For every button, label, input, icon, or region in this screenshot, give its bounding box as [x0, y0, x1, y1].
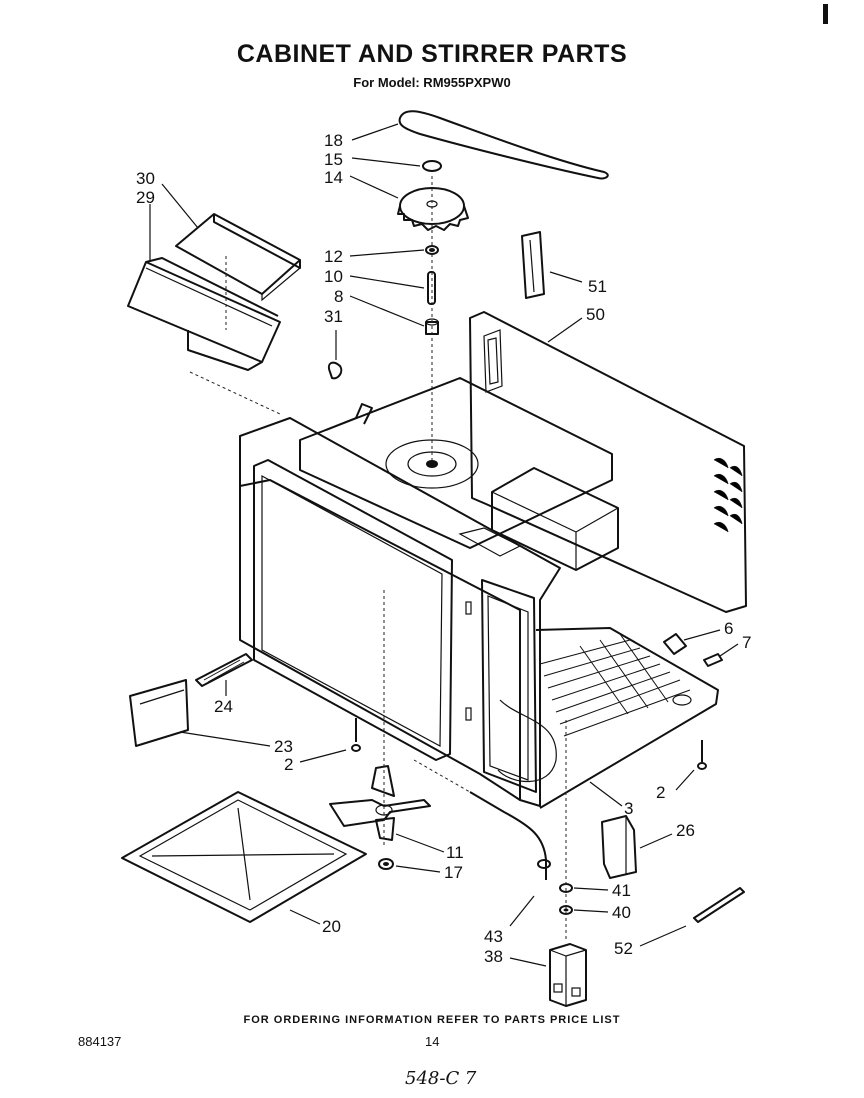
part-50-rear-panel — [469, 311, 747, 613]
label-29: 29 — [136, 188, 155, 207]
corner-mark — [823, 4, 828, 24]
label-18: 18 — [324, 131, 343, 150]
label-20: 20 — [322, 917, 341, 936]
page-number: 14 — [425, 1034, 440, 1049]
part-18-belt — [398, 110, 609, 180]
part-3-cabinet — [239, 377, 719, 809]
part-26-bracket — [601, 815, 637, 879]
part-23-plate — [129, 679, 189, 747]
part-labels: 18 15 14 30 29 12 10 8 31 51 50 6 7 24 2… — [136, 131, 751, 966]
part-2-screw-left — [351, 718, 361, 752]
label-6: 6 — [724, 619, 733, 638]
label-24: 24 — [214, 697, 233, 716]
label-3: 3 — [624, 799, 633, 818]
label-15: 15 — [324, 150, 343, 169]
label-43: 43 — [484, 927, 503, 946]
part-51-bracket — [521, 231, 545, 299]
label-50: 50 — [586, 305, 605, 324]
part-24-strip — [195, 653, 253, 687]
part-38-motor — [549, 943, 587, 1007]
label-40: 40 — [612, 903, 631, 922]
part-31-clip — [328, 361, 343, 380]
ordering-note: FOR ORDERING INFORMATION REFER TO PARTS … — [243, 1014, 621, 1026]
part-29-duct — [127, 257, 281, 371]
label-11: 11 — [446, 843, 464, 862]
leader-lines — [149, 123, 739, 967]
label-23: 23 — [274, 737, 293, 756]
label-51: 51 — [588, 277, 607, 296]
label-30: 30 — [136, 169, 155, 188]
label-14: 14 — [324, 168, 343, 187]
label-2-left: 2 — [284, 755, 293, 774]
part-8-bushing — [425, 318, 439, 335]
part-30-duct-cover — [175, 213, 301, 302]
label-12: 12 — [324, 247, 343, 266]
part-10-pin — [427, 271, 436, 305]
label-26: 26 — [676, 821, 695, 840]
label-52: 52 — [614, 939, 633, 958]
part-20-tray — [121, 791, 367, 923]
part-14-pulley — [397, 187, 469, 231]
label-41: 41 — [612, 881, 631, 900]
label-10: 10 — [324, 267, 343, 286]
label-38: 38 — [484, 947, 503, 966]
page-title: CABINET AND STIRRER PARTS — [236, 40, 628, 68]
label-31: 31 — [324, 307, 343, 326]
part-52-rod — [693, 887, 745, 923]
label-17: 17 — [444, 863, 463, 882]
label-2-right: 2 — [656, 783, 665, 802]
part-43-probe — [413, 759, 551, 880]
duct-drop-line — [189, 371, 281, 415]
document-code: 884137 — [78, 1034, 122, 1049]
part-6-latch — [663, 633, 687, 655]
part-2-screw-right — [697, 740, 707, 770]
model-subtitle: For Model: RM955PXPW0 — [353, 75, 511, 90]
handwritten-note: 548-C 7 — [405, 1068, 477, 1089]
part-17-nut — [378, 858, 394, 870]
label-8: 8 — [334, 287, 343, 306]
part-15-ring — [422, 160, 442, 172]
part-11-stirrer-fan — [329, 765, 431, 841]
label-7: 7 — [742, 633, 751, 652]
part-7-screw — [703, 653, 723, 667]
